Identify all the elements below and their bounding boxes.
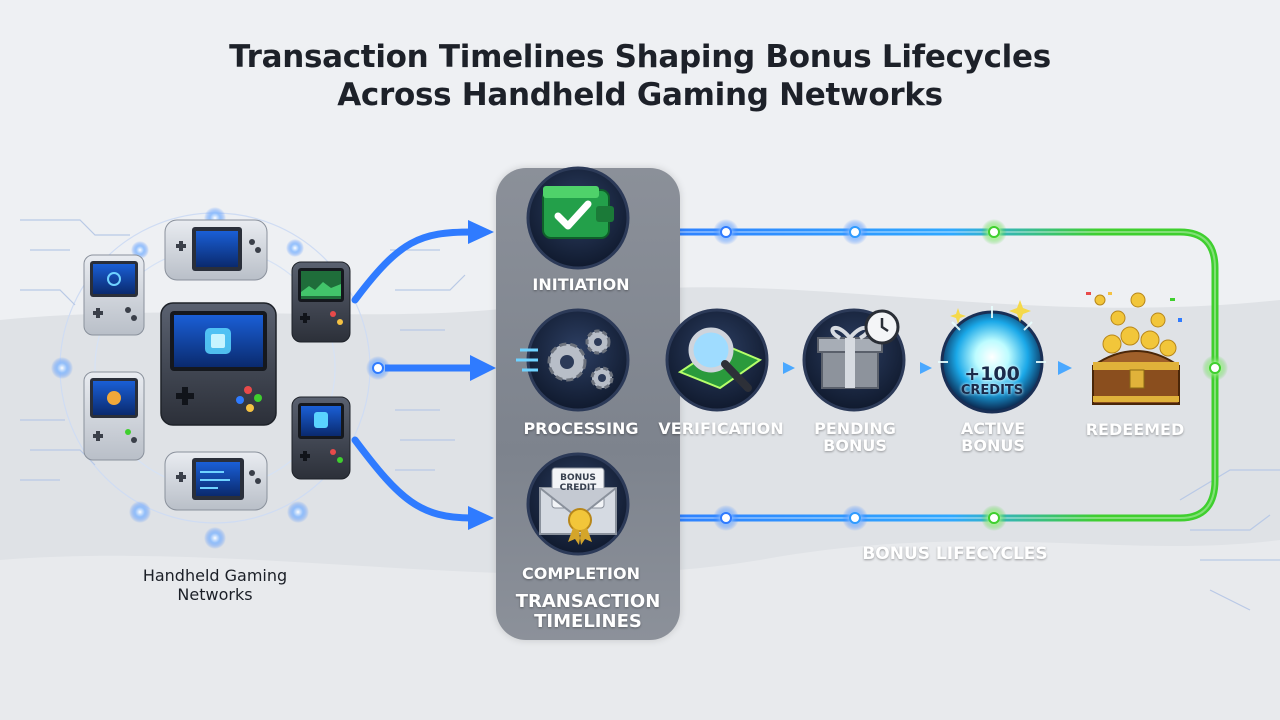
device-left-lower bbox=[83, 371, 145, 461]
stage-label-processing: PROCESSING bbox=[523, 419, 639, 438]
device-left-upper bbox=[83, 254, 145, 336]
device-top-wide bbox=[164, 219, 268, 281]
network-label-line2: Networks bbox=[177, 585, 253, 604]
wallet-check-icon bbox=[526, 166, 630, 270]
network-flow-arrows bbox=[351, 220, 496, 530]
stage-label-initiation: INITIATION bbox=[532, 275, 630, 294]
page-title-line2: Across Handheld Gaming Networks bbox=[337, 77, 943, 113]
panel-label-line2: TIMELINES bbox=[534, 611, 642, 632]
page-title-line1: Transaction Timelines Shaping Bonus Life… bbox=[229, 39, 1051, 75]
envelope-certificate-icon bbox=[526, 452, 630, 556]
device-right-lower bbox=[291, 396, 351, 480]
gift-clock-icon bbox=[802, 308, 906, 412]
magnifier-icon bbox=[665, 308, 769, 412]
device-right-upper bbox=[291, 261, 351, 343]
stage-label-active-line1: ACTIVE bbox=[960, 419, 1026, 438]
stage-label-pending-line2: BONUS bbox=[823, 436, 887, 455]
stage-label-active-line2: BONUS bbox=[961, 436, 1025, 455]
stage-label-pending-line1: PENDING bbox=[814, 419, 896, 438]
credits-amount: +100 bbox=[964, 363, 1020, 385]
stage-label-verification: VERIFICATION bbox=[658, 419, 784, 438]
credits-burst-icon bbox=[938, 300, 1046, 414]
bonus-lifecycles-label: BONUS LIFECYCLES bbox=[862, 544, 1048, 564]
panel-label-line1: TRANSACTION bbox=[515, 591, 661, 612]
treasure-chest-icon bbox=[1086, 292, 1182, 405]
rail-nodes bbox=[713, 219, 1228, 531]
gears-icon bbox=[516, 308, 630, 412]
envelope-card-line2: CREDIT bbox=[559, 483, 597, 493]
device-bottom-wide bbox=[164, 451, 268, 511]
stage-label-redeemed: REDEEMED bbox=[1085, 420, 1185, 439]
credits-unit: CREDITS bbox=[960, 383, 1024, 398]
envelope-card-line1: BONUS bbox=[560, 473, 596, 483]
handheld-devices bbox=[83, 219, 351, 511]
stage-label-completion: COMPLETION bbox=[522, 564, 640, 583]
device-center-main bbox=[160, 302, 277, 426]
network-label-line1: Handheld Gaming bbox=[142, 566, 288, 585]
